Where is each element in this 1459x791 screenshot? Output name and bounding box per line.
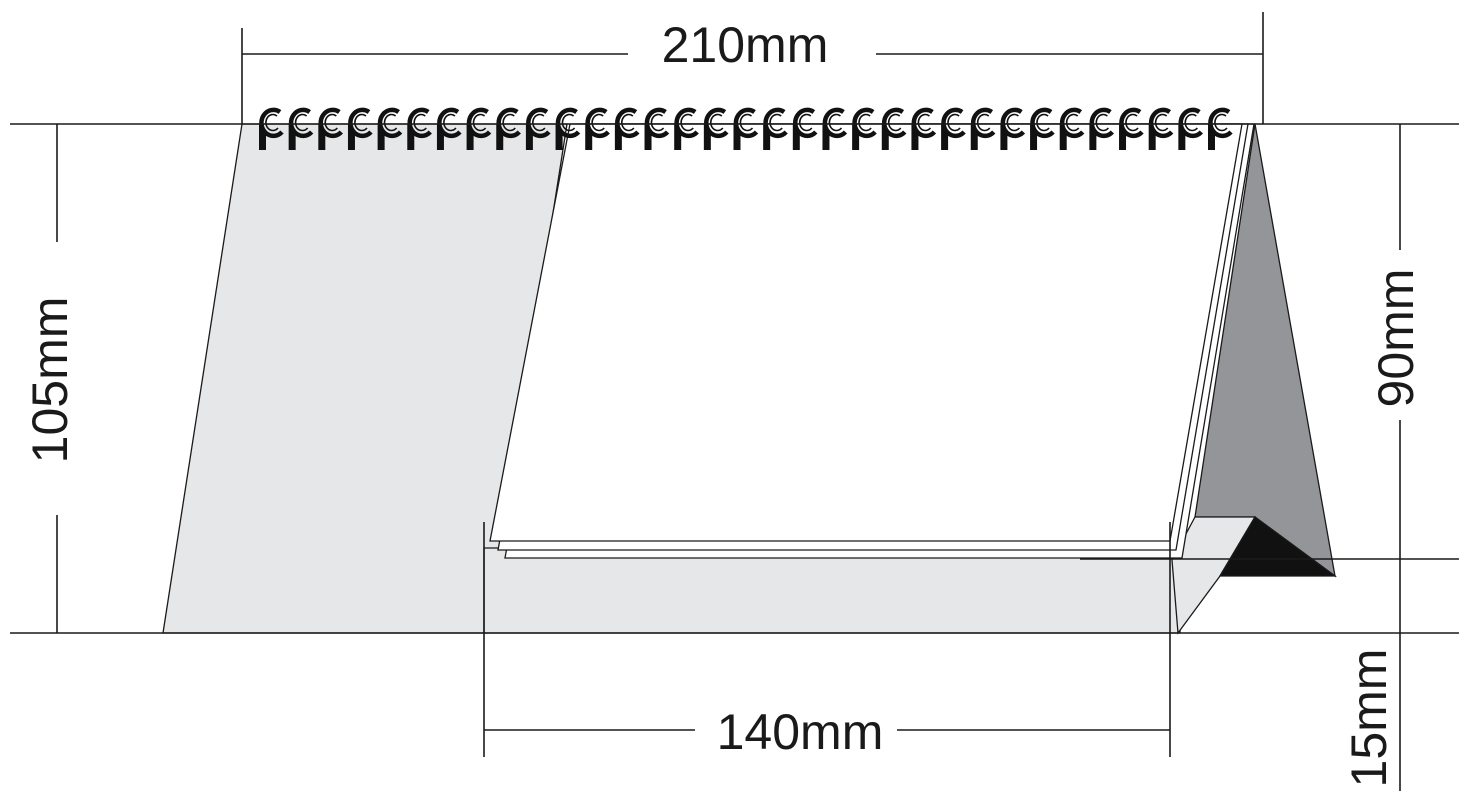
dimension-label-base-depth: 15mm — [1341, 649, 1397, 788]
dimension-base-width: 140mm — [483, 522, 1171, 760]
calendar-front-page — [489, 123, 1243, 542]
dimension-base-depth: 15mm — [1341, 649, 1397, 788]
dimension-right-height: 90mm — [1368, 124, 1424, 791]
dimension-label-height-right: 90mm — [1368, 269, 1424, 408]
dimension-label-height-left: 105mm — [22, 297, 78, 464]
dimension-top-width: 210mm — [241, 12, 1264, 124]
foot-fold-dark — [1218, 516, 1337, 577]
dimension-label-base-width: 140mm — [717, 704, 884, 760]
dimension-label-width-top: 210mm — [662, 17, 829, 73]
base-strip — [483, 547, 1181, 634]
dimension-left-height: 105mm — [22, 124, 78, 633]
